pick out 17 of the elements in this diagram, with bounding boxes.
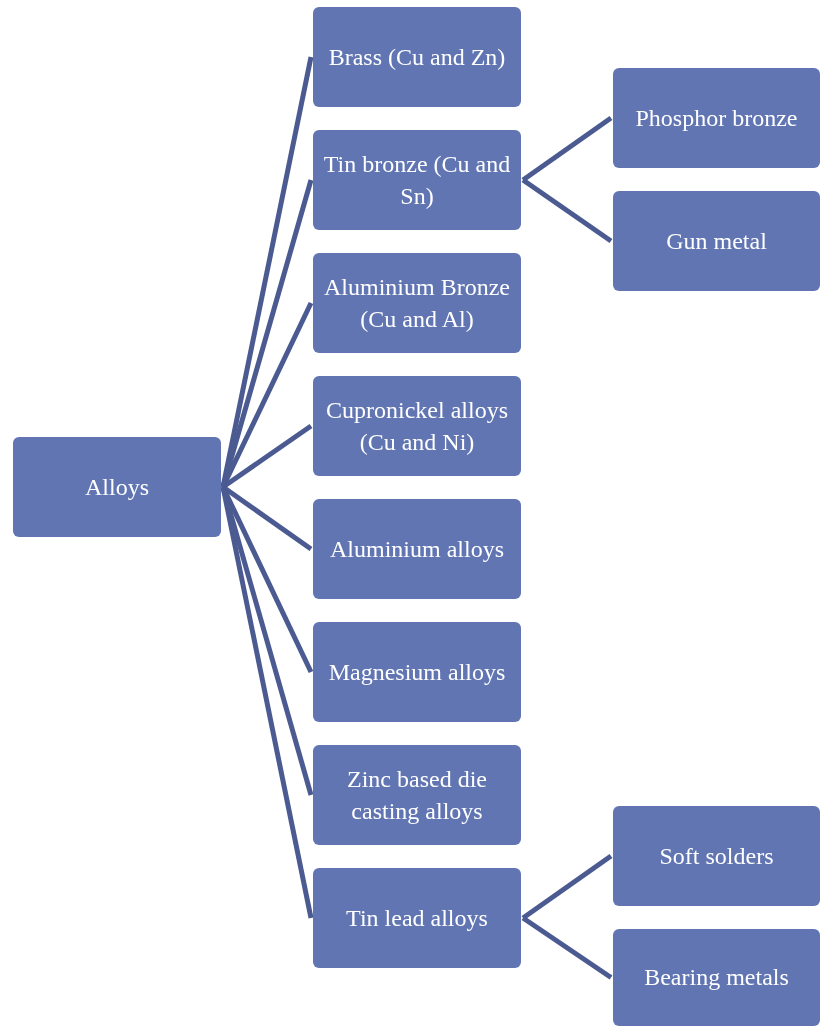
category-box: Tin lead alloys bbox=[313, 868, 521, 968]
connector-line bbox=[521, 853, 613, 921]
category-box: Magnesium alloys bbox=[313, 622, 521, 722]
category-box: Aluminium Bronze (Cu and Al) bbox=[313, 253, 521, 353]
category-box: Brass (Cu and Zn) bbox=[313, 7, 521, 107]
category-box: Aluminium alloys bbox=[313, 499, 521, 599]
category-box: Cupronickel alloys (Cu and Ni) bbox=[313, 376, 521, 476]
category-box: Phosphor bronze bbox=[613, 68, 820, 168]
connector-line bbox=[521, 115, 613, 183]
connector-line bbox=[521, 915, 613, 980]
category-box: Gun metal bbox=[613, 191, 820, 291]
category-box: Alloys bbox=[13, 437, 221, 537]
category-box: Zinc based die casting alloys bbox=[313, 745, 521, 845]
category-box: Bearing metals bbox=[613, 929, 820, 1026]
category-box: Soft solders bbox=[613, 806, 820, 906]
category-box: Tin bronze (Cu and Sn) bbox=[313, 130, 521, 230]
connector-line bbox=[521, 177, 613, 244]
